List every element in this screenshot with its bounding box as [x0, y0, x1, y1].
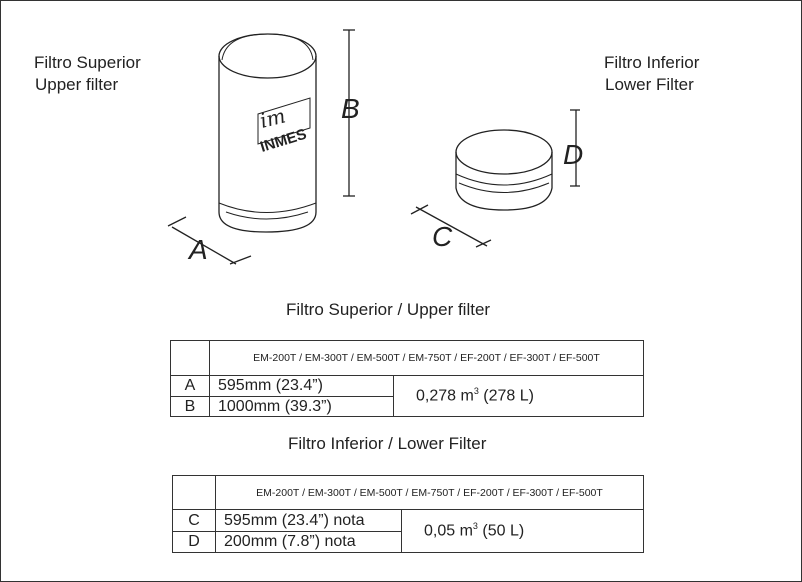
lower-filter-label-en: Lower Filter	[605, 75, 694, 94]
dimension-c-letter: C	[432, 221, 453, 252]
dimension-c-line	[410, 204, 492, 248]
dimension-d-letter: D	[563, 139, 583, 170]
upper-table-title: Filtro Superior / Upper filter	[286, 300, 491, 319]
dimension-letter-cell: B	[170, 396, 210, 417]
empty-cell	[170, 340, 210, 376]
dimension-value-cell: 595mm (23.4”) nota	[215, 509, 402, 532]
lower-filter-illustration	[455, 129, 553, 211]
upper-filter-illustration	[218, 33, 317, 233]
lower-filter-label-es: Filtro Inferior	[604, 53, 700, 72]
table-row: C 595mm (23.4”) nota 0,05 m3 (50 L)	[172, 509, 644, 553]
dimension-b-line	[343, 29, 355, 197]
volume-cell: 0,278 m3 (278 L)	[393, 375, 644, 417]
logo-mark: im	[257, 103, 287, 132]
upper-spec-table: EM-200T / EM-300T / EM-500T / EM-750T / …	[170, 340, 644, 417]
dimension-a-line	[167, 216, 252, 265]
dimension-letter-cell: C	[172, 509, 216, 532]
dimension-letter-cell: D	[172, 531, 216, 553]
dimension-value-cell: 200mm (7.8”) nota	[215, 531, 402, 553]
lower-table-title: Filtro Inferior / Lower Filter	[288, 434, 487, 453]
dimension-letter-cell: A	[170, 375, 210, 397]
dimension-d-line	[570, 109, 580, 187]
empty-cell	[172, 475, 216, 510]
table-row: A 595mm (23.4”) 0,278 m3 (278 L)	[170, 375, 644, 417]
table-row: D 200mm (7.8”) nota	[172, 531, 644, 553]
dimension-a-letter: A	[187, 234, 208, 265]
table-row: B 1000mm (39.3”)	[170, 396, 644, 417]
upper-filter-label-es: Filtro Superior	[34, 53, 141, 72]
dimension-b-letter: B	[341, 93, 360, 124]
table-header-row: EM-200T / EM-300T / EM-500T / EM-750T / …	[172, 475, 644, 510]
models-cell: EM-200T / EM-300T / EM-500T / EM-750T / …	[215, 475, 644, 510]
lower-spec-table: EM-200T / EM-300T / EM-500T / EM-750T / …	[172, 475, 644, 553]
filters-drawing: im INMES B A D C	[167, 29, 583, 265]
dimension-value-cell: 1000mm (39.3”)	[209, 396, 394, 417]
dimension-value-cell: 595mm (23.4”)	[209, 375, 394, 397]
volume-cell: 0,05 m3 (50 L)	[401, 509, 644, 553]
models-cell: EM-200T / EM-300T / EM-500T / EM-750T / …	[209, 340, 644, 376]
upper-filter-label-en: Upper filter	[35, 75, 119, 94]
table-header-row: EM-200T / EM-300T / EM-500T / EM-750T / …	[170, 340, 644, 376]
